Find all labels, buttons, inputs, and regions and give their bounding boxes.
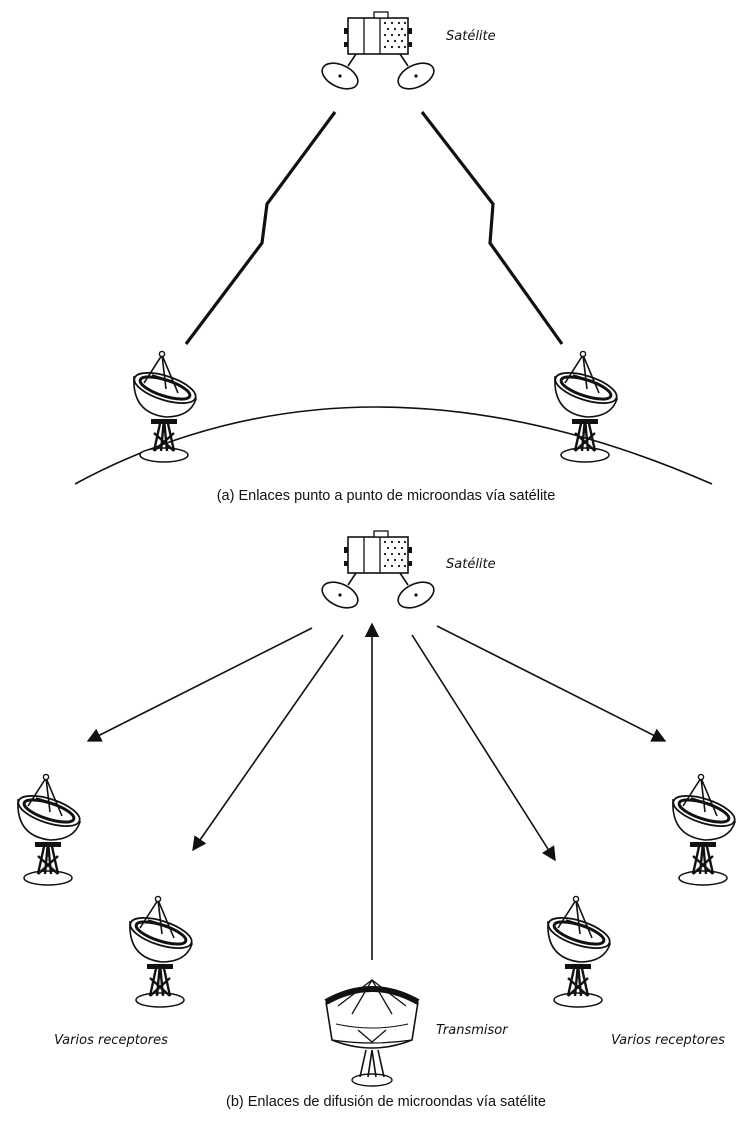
receiver-right-outer [668,772,736,887]
link-a-left [184,111,337,345]
part-b-broadcast: Satélite Varios receptores Transmisor Va… [13,530,736,1110]
satellite-a-label: Satélite [446,29,496,44]
ground-station-a-left [129,349,201,464]
arrow-to-left-inner [192,634,344,852]
satellite-b [317,530,439,614]
arrow-to-left-outer [86,627,313,742]
transmitter-label: Transmisor [436,1023,509,1038]
caption-a: (a) Enlaces punto a punto de microondas … [217,488,556,504]
link-a-right [420,111,564,345]
transmitter-antenna [326,980,418,1086]
receiver-left-outer [13,772,85,887]
satellite-a [317,11,439,95]
receiver-left-inner [125,894,197,1009]
receivers-left-label: Varios receptores [54,1033,168,1048]
receiver-right-inner [543,894,615,1009]
part-a-point-to-point: Satélite (a) Enlaces punto a punto de mi… [74,11,713,504]
arrow-to-right-inner [411,634,556,862]
satellite-b-label: Satélite [446,557,496,572]
caption-b: (b) Enlaces de difusión de microondas ví… [226,1094,546,1110]
arrow-to-right-outer [436,625,667,742]
receivers-right-label: Varios receptores [611,1033,725,1048]
earth-surface [74,406,713,485]
